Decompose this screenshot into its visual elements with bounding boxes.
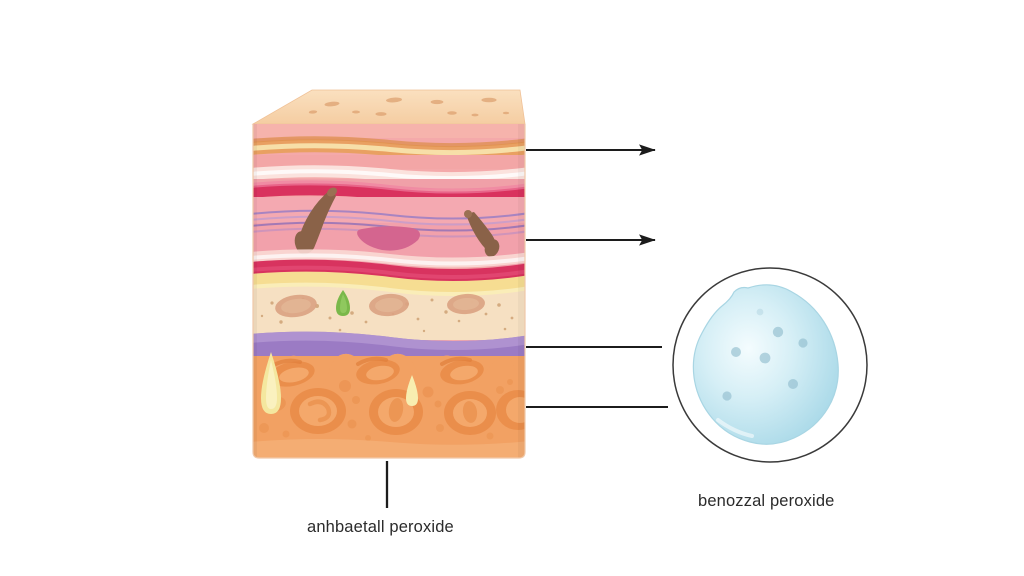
pore-marks xyxy=(308,97,510,117)
layer-yellow-band xyxy=(253,271,525,299)
molecule-blob xyxy=(692,284,839,445)
layer-pink-3 xyxy=(253,179,525,189)
layer-upper-pink xyxy=(253,124,525,138)
block-top-face xyxy=(251,89,526,125)
layer-dermis-upper xyxy=(253,197,525,223)
block-body xyxy=(253,124,525,458)
molecule-inset xyxy=(672,267,868,463)
layer-pale-band-2 xyxy=(253,249,525,268)
hair-follicle-left xyxy=(294,187,338,255)
green-droplet-highlight xyxy=(340,294,347,313)
yellow-droplet-small xyxy=(406,375,418,406)
subcutaneous-cells xyxy=(275,293,485,318)
yellow-droplet-large xyxy=(261,352,281,414)
molecule-highlight xyxy=(716,418,754,438)
lesion-blob xyxy=(357,226,420,251)
block-outline xyxy=(252,124,526,459)
hair-follicle-right xyxy=(464,210,500,257)
molecule-spots xyxy=(722,308,808,401)
layer-fat-bottom-shade xyxy=(253,439,525,458)
label-left-caption: anhbaetall peroxide xyxy=(307,518,454,536)
layer-lower-crimson xyxy=(253,259,525,283)
label-right-caption: benozzal peroxide xyxy=(698,492,835,510)
layer-orange-band xyxy=(253,136,525,160)
layer-purple-top-highlight xyxy=(253,331,525,351)
